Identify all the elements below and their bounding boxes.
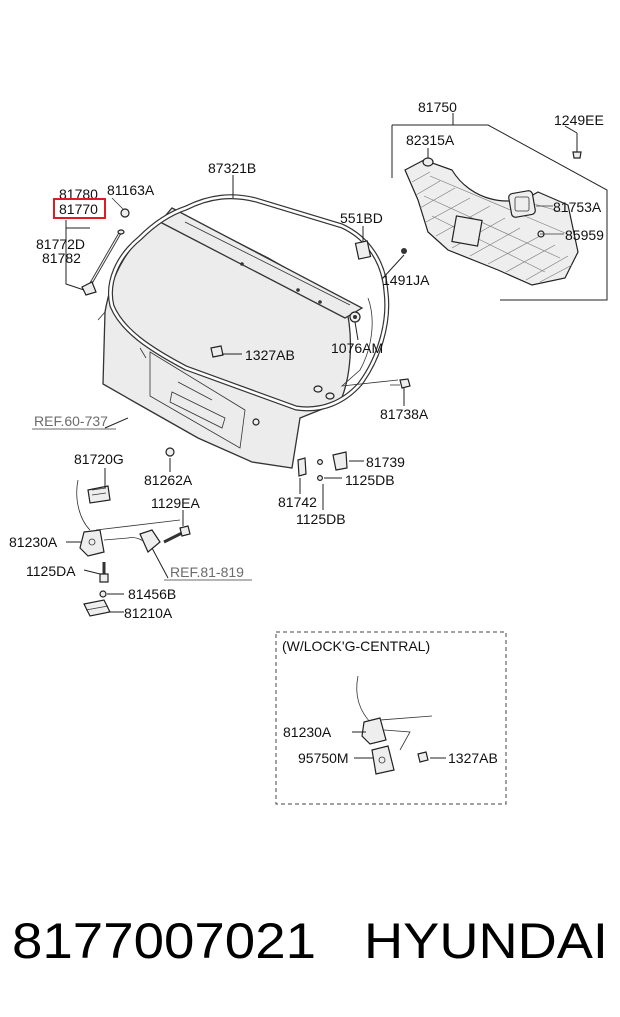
- footer-part-number: 8177007021: [12, 913, 316, 969]
- label-1125DB-a: 1125DB: [345, 472, 395, 488]
- label-1076AM: 1076AM: [331, 340, 383, 356]
- label-81163A: 81163A: [107, 182, 155, 198]
- label-81739: 81739: [366, 454, 405, 470]
- tailgate-trim-panel-drawing: [391, 113, 608, 301]
- label-81770: 81770: [59, 201, 98, 217]
- inset-title: (W/LOCK'G-CENTRAL): [282, 638, 430, 654]
- label-82315A: 82315A: [406, 132, 455, 148]
- label-81753A: 81753A: [553, 199, 602, 215]
- label-81262A: 81262A: [144, 472, 193, 488]
- label-1249EE: 1249EE: [554, 112, 604, 128]
- highlight-box-81770: [53, 198, 106, 219]
- inset-label-81230A: 81230A: [283, 724, 332, 740]
- label-1491JA: 1491JA: [382, 272, 430, 288]
- label-81772D: 81772D: [36, 236, 85, 252]
- weatherstrip-seal-drawing: [107, 194, 399, 412]
- label-81742: 81742: [278, 494, 317, 510]
- label-81750: 81750: [418, 99, 457, 115]
- inset-label-1327AB: 1327AB: [448, 750, 498, 766]
- footer-brand: HYUNDAI: [364, 913, 608, 969]
- inset-label-95750M: 95750M: [298, 750, 349, 766]
- ref-60-737[interactable]: REF.60-737: [34, 413, 108, 429]
- label-81456B: 81456B: [128, 586, 176, 602]
- label-1125DB-b: 1125DB: [296, 511, 346, 527]
- ref-81-819[interactable]: REF.81-819: [170, 564, 244, 580]
- label-81782: 81782: [42, 250, 81, 266]
- label-87321B: 87321B: [208, 160, 256, 176]
- label-85959: 85959: [565, 227, 604, 243]
- central-locking-inset: [275, 631, 507, 805]
- small-parts-drawing: [76, 240, 411, 617]
- label-81210A: 81210A: [124, 605, 173, 621]
- label-1327AB: 1327AB: [245, 347, 295, 363]
- label-81738A: 81738A: [380, 406, 429, 422]
- footer: 8177007021 HYUNDAI: [12, 913, 608, 969]
- label-1125DA: 1125DA: [26, 563, 76, 579]
- label-81720G: 81720G: [74, 451, 124, 467]
- label-81230A: 81230A: [9, 534, 58, 550]
- leader-lines: [32, 113, 578, 613]
- callout-labels: 81750 1249EE 82315A 81753A 85959 87321B …: [9, 99, 604, 766]
- gas-strut-drawing: [81, 197, 130, 296]
- label-1129EA: 1129EA: [151, 495, 200, 511]
- label-551BD: 551BD: [340, 210, 383, 226]
